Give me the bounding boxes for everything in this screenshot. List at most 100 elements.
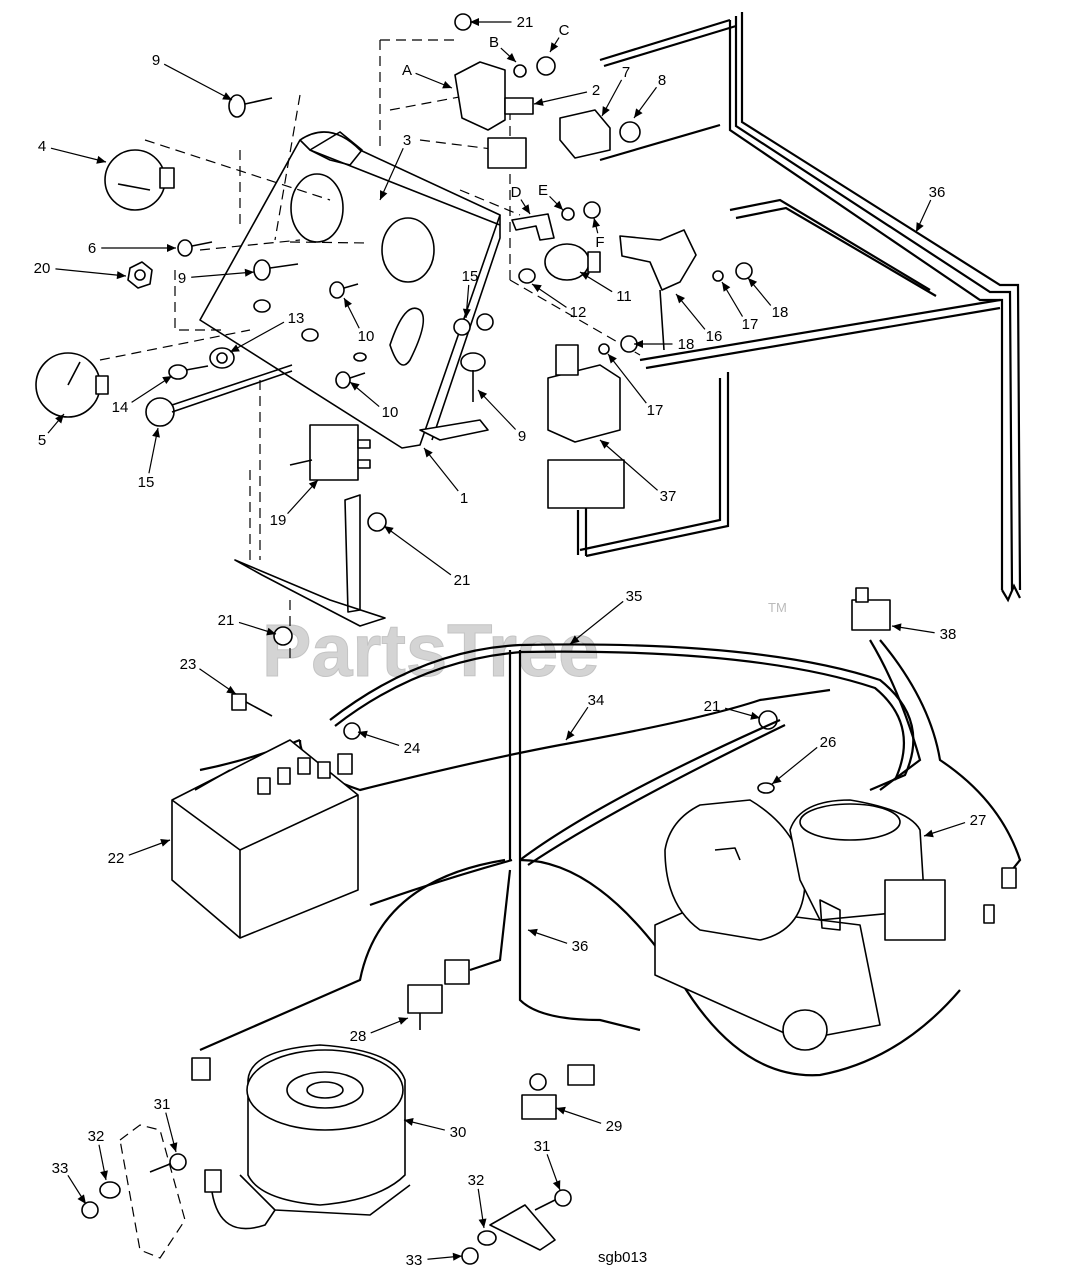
leader-arrowhead xyxy=(244,268,254,277)
leader-arrowhead xyxy=(750,711,760,720)
leader-arrowhead xyxy=(77,1194,86,1204)
leader-line xyxy=(191,271,255,278)
callout-27: 27 xyxy=(923,812,986,838)
callout-33b: 33 xyxy=(406,1252,463,1269)
leader-arrowhead xyxy=(226,685,236,694)
part-37-relay xyxy=(547,344,625,509)
callout-label: 23 xyxy=(180,656,197,673)
callout-label: 10 xyxy=(382,404,399,421)
callout-label: 19 xyxy=(270,512,287,529)
part-2-plug xyxy=(504,97,534,115)
callout-label: 12 xyxy=(570,304,587,321)
leader-arrowhead xyxy=(592,218,601,228)
leader-arrowhead xyxy=(634,340,643,348)
assembly-guides xyxy=(99,39,641,660)
callout-label: 24 xyxy=(404,740,421,757)
callout-21b: 21 xyxy=(383,525,470,589)
leader-arrowhead xyxy=(676,294,686,304)
part-10-screw-b xyxy=(335,371,366,389)
callout-20: 20 xyxy=(34,260,127,280)
callout-d: D xyxy=(511,184,531,215)
leader-arrowhead xyxy=(608,354,617,364)
callout-36a: 36 xyxy=(915,184,945,233)
callout-label: 2 xyxy=(592,82,600,99)
callout-2: 2 xyxy=(533,82,600,106)
callout-12: 12 xyxy=(531,283,587,321)
callout-label: 3 xyxy=(403,132,411,149)
watermark: PartsTree TM xyxy=(262,600,787,693)
callout-label: 14 xyxy=(112,399,129,416)
callout-19: 19 xyxy=(270,479,319,529)
callout-label: 18 xyxy=(678,336,695,353)
leader-arrowhead xyxy=(424,448,433,458)
leader-arrowhead xyxy=(534,98,544,106)
callout-label: 32 xyxy=(88,1128,105,1145)
leader-arrowhead xyxy=(556,1106,566,1115)
callout-label: 34 xyxy=(588,692,605,709)
part-11-switch xyxy=(544,243,601,281)
leader-arrowhead xyxy=(167,244,176,252)
leader-arrowhead xyxy=(266,627,276,636)
part-A-switch-housing xyxy=(454,61,527,169)
callout-label: 21 xyxy=(218,612,235,629)
callout-9a: 9 xyxy=(152,52,233,101)
callout-label: 9 xyxy=(518,428,526,445)
leader-arrowhead xyxy=(552,1180,561,1190)
leader-line xyxy=(383,525,452,576)
callout-label: 31 xyxy=(534,1138,551,1155)
leader-line xyxy=(55,268,127,277)
callout-label: 18 xyxy=(772,304,789,321)
callout-label: 9 xyxy=(152,52,160,69)
leader-arrowhead xyxy=(924,829,934,838)
leader-arrowhead xyxy=(722,282,731,292)
callout-label: 36 xyxy=(572,938,589,955)
callout-label: 26 xyxy=(820,734,837,751)
watermark-trademark: TM xyxy=(768,600,787,615)
part-15-nuts xyxy=(453,313,494,336)
callout-21d: 21 xyxy=(704,698,761,720)
leader-arrowhead xyxy=(478,390,488,400)
callout-18a: 18 xyxy=(747,277,789,321)
callout-10b: 10 xyxy=(349,381,399,421)
callout-4: 4 xyxy=(38,138,107,164)
leader-line xyxy=(50,147,107,163)
callout-18b: 18 xyxy=(634,336,694,353)
part-7-bracket xyxy=(559,109,611,159)
callout-37: 37 xyxy=(599,439,676,505)
part-D-clip xyxy=(511,213,555,241)
callout-24: 24 xyxy=(357,730,421,757)
leader-arrowhead xyxy=(398,1017,408,1025)
callout-label: 29 xyxy=(606,1118,623,1135)
part-29-switch xyxy=(521,1064,595,1120)
callout-36b: 36 xyxy=(527,928,589,955)
callout-c: C xyxy=(549,22,570,53)
leader-line xyxy=(533,91,588,105)
callout-label: F xyxy=(595,234,604,251)
leader-arrowhead xyxy=(96,155,106,164)
callout-label: 22 xyxy=(108,850,125,867)
part-24-nut xyxy=(343,722,361,740)
callout-label: 13 xyxy=(288,310,305,327)
callout-32b: 32 xyxy=(468,1172,487,1229)
leader-arrowhead xyxy=(772,775,782,784)
leader-arrowhead xyxy=(162,376,172,385)
leader-arrowhead xyxy=(470,18,479,26)
leader-arrowhead xyxy=(532,284,542,293)
leader-arrowhead xyxy=(521,204,530,214)
part-4-gauge xyxy=(104,149,175,211)
callout-f: F xyxy=(592,217,605,251)
leader-arrowhead xyxy=(152,428,160,438)
leader-arrowhead xyxy=(462,308,471,318)
part-28-connector xyxy=(407,959,470,1030)
dash-panel xyxy=(199,131,501,449)
callout-label: 30 xyxy=(450,1124,467,1141)
leader-arrowhead xyxy=(160,839,170,847)
callout-35: 35 xyxy=(569,588,642,645)
leader-arrowhead xyxy=(404,1118,414,1126)
callout-21a: 21 xyxy=(470,14,533,31)
leader-arrowhead xyxy=(528,928,538,937)
leader-arrowhead xyxy=(570,635,580,644)
leader-arrowhead xyxy=(308,480,318,490)
